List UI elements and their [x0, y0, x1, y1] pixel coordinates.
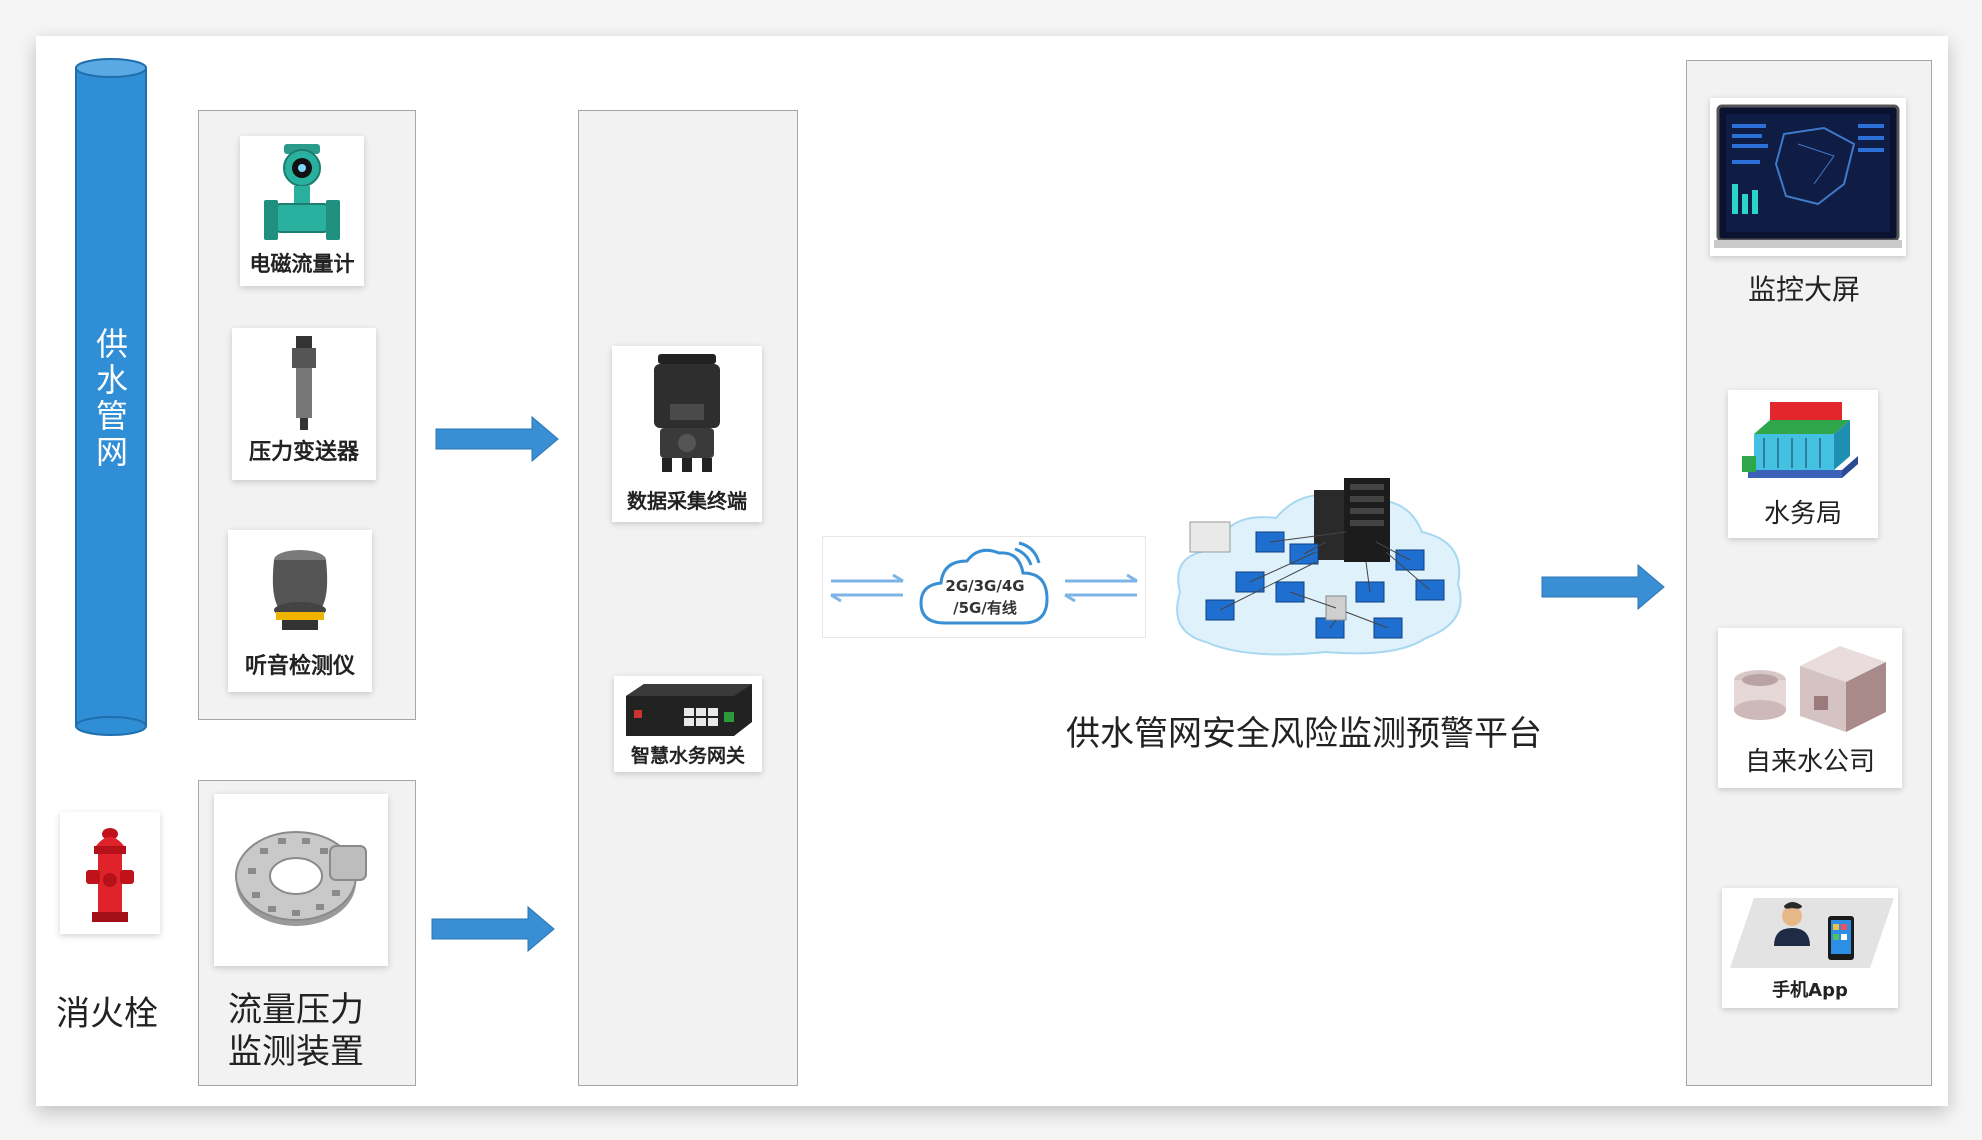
network-left-arrows — [830, 573, 904, 603]
monitor-screen-card — [1710, 98, 1906, 256]
water-company-label: 自来水公司 — [1744, 747, 1875, 777]
acoustic-detector-icon — [272, 550, 328, 630]
gateway-label: 智慧水务网关 — [630, 745, 745, 767]
water-bureau-label: 水务局 — [1763, 499, 1842, 529]
hydrant-card — [60, 812, 160, 934]
fire-hydrant-icon — [86, 828, 134, 922]
network-box: 2G/3G/4G /5G/有线 — [822, 536, 1146, 638]
pressure-transmitter-icon — [292, 336, 316, 430]
terminal-panel — [578, 110, 798, 1086]
arrow-platform-to-outputs — [1541, 563, 1665, 611]
water-bureau-building-icon — [1742, 402, 1858, 478]
water-company-building-icon — [1734, 646, 1886, 732]
ring-sensor-icon — [235, 831, 367, 926]
hydrant-label: 消火栓 — [56, 994, 158, 1034]
ring-sensor-card — [214, 794, 388, 966]
flow-meter-label: 电磁流量计 — [249, 252, 355, 276]
data-terminal-card: 数据采集终端 — [612, 346, 762, 522]
diagram-canvas: 供水管网 消火栓 电磁流量计 — [36, 36, 1948, 1106]
water-company-card: 自来水公司 — [1718, 628, 1902, 788]
pressure-transmitter-card: 压力变送器 — [232, 328, 376, 480]
gateway-card: 智慧水务网关 — [614, 676, 762, 772]
flow-meter-icon — [264, 144, 340, 240]
platform-image — [1162, 468, 1476, 666]
server-network-icon — [1176, 478, 1462, 656]
arrow-device-to-terminal — [431, 905, 555, 953]
flow-meter-card: 电磁流量计 — [240, 136, 364, 286]
network-line2: /5G/有线 — [953, 599, 1017, 617]
arrow-sensors-to-terminal — [435, 415, 559, 463]
pipe-label: 供水管网 — [95, 325, 128, 471]
gateway-icon — [626, 684, 752, 736]
water-pipe — [75, 58, 147, 736]
acoustic-detector-label: 听音检测仪 — [244, 654, 355, 679]
flow-pressure-label-line2: 监测装置 — [228, 1032, 364, 1072]
mobile-app-icon — [1730, 898, 1894, 968]
pressure-transmitter-label: 压力变送器 — [248, 440, 359, 465]
monitor-screen-label: 监控大屏 — [1748, 273, 1861, 306]
water-bureau-card: 水务局 — [1728, 390, 1878, 538]
mobile-app-card: 手机App — [1722, 888, 1898, 1008]
network-right-arrows — [1064, 573, 1138, 603]
cloud-icon — [919, 541, 1049, 625]
platform-label: 供水管网安全风险监测预警平台 — [1066, 714, 1542, 754]
network-line1: 2G/3G/4G — [945, 577, 1025, 595]
acoustic-detector-card: 听音检测仪 — [228, 530, 372, 692]
monitor-screen-icon — [1714, 104, 1902, 248]
data-terminal-label: 数据采集终端 — [627, 489, 747, 513]
data-terminal-icon — [654, 354, 720, 472]
flow-pressure-label-line1: 流量压力 — [228, 990, 364, 1030]
mobile-app-label: 手机App — [1772, 980, 1848, 1001]
